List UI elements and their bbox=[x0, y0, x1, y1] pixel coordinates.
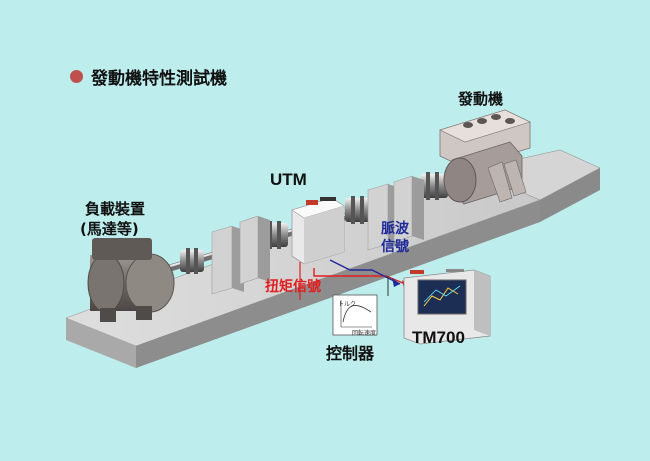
utm-label: UTM bbox=[270, 170, 307, 189]
load-motor bbox=[87, 238, 175, 322]
controller-graph-panel bbox=[332, 294, 378, 336]
pulse-signal-wire bbox=[329, 259, 401, 296]
page-title: 發動機特性測試機 bbox=[70, 64, 227, 89]
graph-ylabel: トルク bbox=[338, 301, 357, 308]
torque-signal-label: 扭矩信號 bbox=[265, 279, 321, 295]
load-device-label: 負載裝置 bbox=[85, 200, 146, 218]
coupling-1 bbox=[180, 248, 204, 274]
tm700-label: TM700 bbox=[412, 328, 465, 347]
title-bullet-icon bbox=[70, 70, 83, 83]
engine-unit bbox=[439, 109, 531, 205]
coupling-4 bbox=[420, 172, 448, 200]
bearing-stand-1 bbox=[211, 215, 270, 295]
tm700-instrument bbox=[403, 269, 491, 345]
utm-torque-meter bbox=[291, 197, 345, 265]
pulse-signal-label: 脈波 bbox=[381, 221, 409, 237]
title-text: 發動機特性測試機 bbox=[91, 69, 227, 89]
coupling-3 bbox=[345, 196, 371, 224]
bearing-stand-2 bbox=[367, 175, 424, 251]
load-device-sublabel: (馬達等) bbox=[80, 220, 139, 238]
engine-label: 發動機 bbox=[458, 90, 504, 108]
controller-label: 控制器 bbox=[326, 344, 375, 363]
pulse-signal-label-line2: 信號 bbox=[381, 239, 409, 255]
graph-xlabel: 回転速度 bbox=[352, 330, 377, 337]
